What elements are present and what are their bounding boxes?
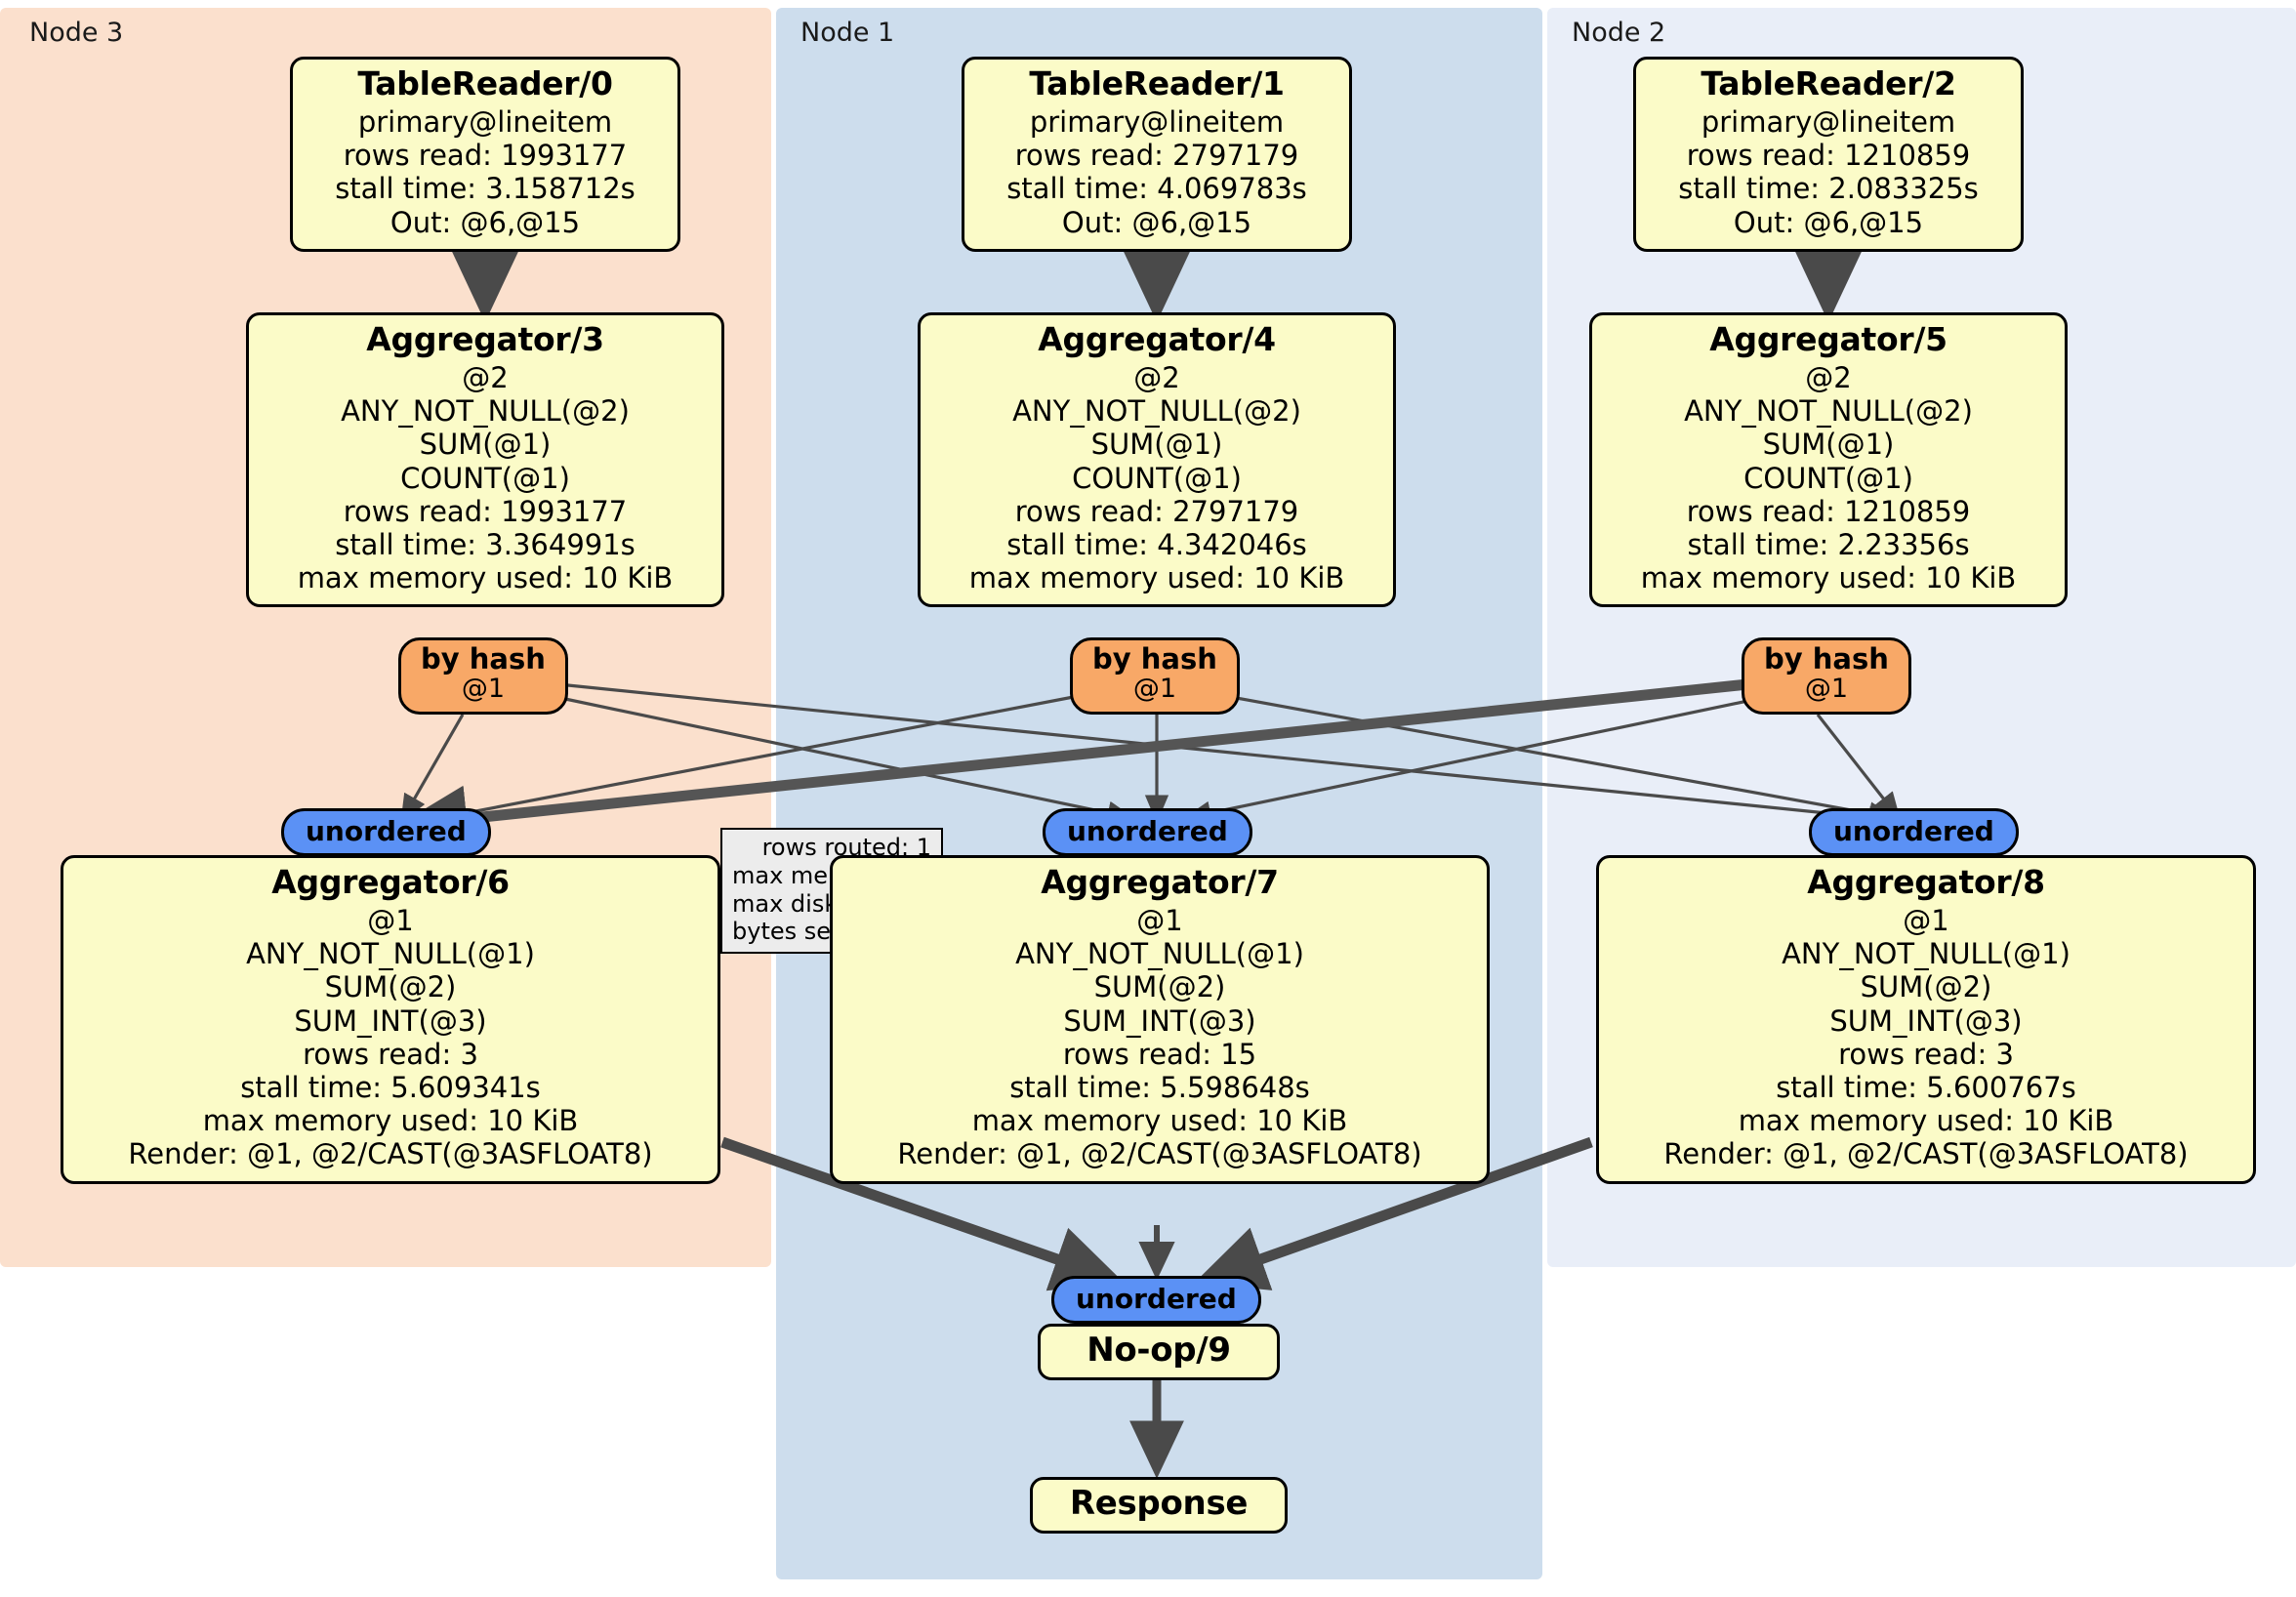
processor-detail-line: stall time: 2.083325s	[1678, 172, 1979, 206]
processor-detail-line: COUNT(@1)	[1743, 461, 1913, 495]
processor-title: Aggregator/4	[1038, 320, 1276, 358]
processor-detail-line: @1	[367, 903, 414, 937]
processor-detail-line: ANY_NOT_NULL(@2)	[1012, 394, 1301, 429]
router-label: by hash	[421, 642, 546, 676]
processor-aggregator-6[interactable]: Aggregator/6 @1 ANY_NOT_NULL(@1) SUM(@2)…	[61, 855, 720, 1184]
router-column: @1	[1132, 674, 1177, 705]
processor-aggregator-5[interactable]: Aggregator/5 @2 ANY_NOT_NULL(@2) SUM(@1)…	[1589, 312, 2068, 608]
processor-detail-line: SUM(@1)	[1762, 428, 1895, 462]
processor-title: Response	[1069, 1484, 1249, 1523]
processor-noop-9[interactable]: No-op/9	[1038, 1324, 1280, 1381]
router-column: @1	[1804, 674, 1849, 705]
synchronizer-label: unordered	[1076, 1283, 1237, 1315]
processor-title: TableReader/1	[1029, 64, 1285, 102]
processor-aggregator-4[interactable]: Aggregator/4 @2 ANY_NOT_NULL(@2) SUM(@1)…	[918, 312, 1396, 608]
processor-detail-line: COUNT(@1)	[400, 461, 570, 495]
processor-title: Aggregator/3	[366, 320, 604, 358]
processor-detail-line: max memory used: 10 KiB	[1640, 561, 2017, 595]
processor-detail-line: Render: @1, @2/CAST(@3ASFLOAT8)	[128, 1137, 653, 1171]
processor-detail-line: stall time: 5.598648s	[1009, 1071, 1310, 1105]
router-by-hash-aggregator-3[interactable]: by hash @1	[398, 637, 568, 715]
processor-detail-line: @2	[1133, 360, 1180, 394]
processor-detail-line: max memory used: 10 KiB	[202, 1104, 579, 1138]
router-label: by hash	[1764, 642, 1889, 676]
processor-detail-line: stall time: 2.23356s	[1687, 528, 1970, 562]
processor-detail-line: SUM(@2)	[1093, 970, 1226, 1004]
processor-aggregator-8[interactable]: Aggregator/8 @1 ANY_NOT_NULL(@1) SUM(@2)…	[1596, 855, 2256, 1184]
synchronizer-label: unordered	[1067, 815, 1228, 847]
processor-detail-line: @2	[1805, 360, 1852, 394]
region-label-node-1: Node 1	[800, 18, 895, 48]
processor-detail-line: rows read: 2797179	[1014, 494, 1299, 528]
processor-detail-line: rows read: 1210859	[1686, 139, 1971, 173]
processor-detail-line: max memory used: 10 KiB	[1738, 1104, 2114, 1138]
router-column: @1	[461, 674, 506, 705]
processor-title: Aggregator/5	[1709, 320, 1948, 358]
processor-detail-line: @1	[1903, 903, 1949, 937]
processor-detail-line: @1	[1136, 903, 1183, 937]
processor-detail-line: stall time: 5.609341s	[240, 1071, 541, 1105]
processor-detail-line: ANY_NOT_NULL(@2)	[1684, 394, 1973, 429]
processor-table-reader-2[interactable]: TableReader/2 primary@lineitem rows read…	[1633, 57, 2024, 252]
synchronizer-unordered-aggregator-6[interactable]: unordered	[281, 808, 491, 856]
processor-detail-line: SUM_INT(@3)	[294, 1003, 487, 1038]
processor-detail-line: max memory used: 10 KiB	[968, 561, 1345, 595]
processor-detail-line: SUM(@2)	[1860, 970, 1992, 1004]
router-by-hash-aggregator-4[interactable]: by hash @1	[1070, 637, 1240, 715]
processor-title: No-op/9	[1086, 1331, 1231, 1370]
processor-detail-line: SUM(@2)	[324, 970, 457, 1004]
processor-aggregator-3[interactable]: Aggregator/3 @2 ANY_NOT_NULL(@2) SUM(@1)…	[246, 312, 724, 608]
processor-detail-line: rows read: 15	[1062, 1037, 1257, 1071]
processor-detail-line: SUM_INT(@3)	[1063, 1003, 1256, 1038]
processor-detail-line: stall time: 4.342046s	[1006, 528, 1307, 562]
processor-detail-line: @2	[462, 360, 509, 394]
processor-table-reader-1[interactable]: TableReader/1 primary@lineitem rows read…	[962, 57, 1352, 252]
processor-detail-line: SUM_INT(@3)	[1829, 1003, 2023, 1038]
processor-table-reader-0[interactable]: TableReader/0 primary@lineitem rows read…	[290, 57, 680, 252]
region-label-node-3: Node 3	[29, 18, 124, 48]
processor-title: TableReader/2	[1701, 64, 1956, 102]
router-by-hash-aggregator-5[interactable]: by hash @1	[1742, 637, 1911, 715]
processor-detail-line: rows read: 3	[1838, 1037, 2014, 1071]
processor-detail-line: stall time: 5.600767s	[1776, 1071, 2076, 1105]
synchronizer-label: unordered	[306, 815, 467, 847]
processor-detail-line: primary@lineitem	[1029, 104, 1285, 139]
processor-detail-line: Out: @6,@15	[1061, 205, 1252, 239]
synchronizer-unordered-noop-9[interactable]: unordered	[1051, 1276, 1261, 1324]
processor-detail-line: Out: @6,@15	[1733, 205, 1924, 239]
processor-title: Aggregator/7	[1041, 863, 1279, 901]
processor-title: TableReader/0	[357, 64, 613, 102]
processor-detail-line: SUM(@1)	[1090, 428, 1223, 462]
processor-detail-line: Render: @1, @2/CAST(@3ASFLOAT8)	[897, 1137, 1422, 1171]
processor-detail-line: stall time: 3.364991s	[335, 528, 636, 562]
processor-detail-line: ANY_NOT_NULL(@2)	[341, 394, 630, 429]
processor-detail-line: rows read: 2797179	[1014, 139, 1299, 173]
processor-title: Aggregator/8	[1807, 863, 2045, 901]
processor-title: Aggregator/6	[271, 863, 510, 901]
processor-detail-line: primary@lineitem	[357, 104, 613, 139]
processor-detail-line: rows read: 3	[303, 1037, 478, 1071]
processor-detail-line: rows read: 1993177	[343, 139, 628, 173]
processor-detail-line: Render: @1, @2/CAST(@3ASFLOAT8)	[1663, 1137, 2189, 1171]
processor-detail-line: ANY_NOT_NULL(@1)	[1782, 937, 2070, 971]
processor-detail-line: primary@lineitem	[1701, 104, 1956, 139]
processor-response[interactable]: Response	[1030, 1477, 1288, 1535]
processor-detail-line: max memory used: 10 KiB	[971, 1104, 1348, 1138]
region-label-node-2: Node 2	[1572, 18, 1666, 48]
processor-detail-line: ANY_NOT_NULL(@1)	[246, 937, 535, 971]
processor-detail-line: max memory used: 10 KiB	[297, 561, 674, 595]
processor-detail-line: ANY_NOT_NULL(@1)	[1015, 937, 1304, 971]
processor-detail-line: Out: @6,@15	[390, 205, 581, 239]
synchronizer-unordered-aggregator-8[interactable]: unordered	[1809, 808, 2019, 856]
synchronizer-label: unordered	[1833, 815, 1994, 847]
synchronizer-unordered-aggregator-7[interactable]: unordered	[1043, 808, 1252, 856]
processor-detail-line: COUNT(@1)	[1072, 461, 1242, 495]
processor-detail-line: rows read: 1210859	[1686, 494, 1971, 528]
processor-aggregator-7[interactable]: Aggregator/7 @1 ANY_NOT_NULL(@1) SUM(@2)…	[830, 855, 1490, 1184]
processor-detail-line: rows read: 1993177	[343, 494, 628, 528]
processor-detail-line: SUM(@1)	[419, 428, 552, 462]
processor-detail-line: stall time: 3.158712s	[335, 172, 636, 206]
processor-detail-line: stall time: 4.069783s	[1006, 172, 1307, 206]
router-label: by hash	[1092, 642, 1217, 676]
